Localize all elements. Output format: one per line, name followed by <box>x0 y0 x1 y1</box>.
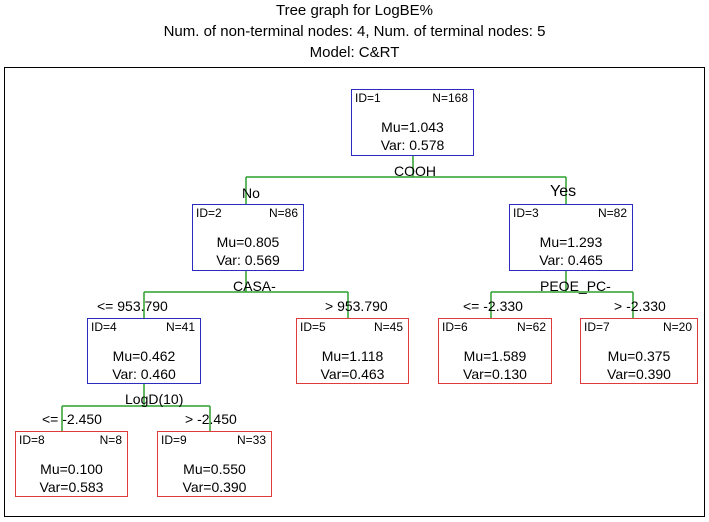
node-mean: Mu=0.375 <box>607 348 671 364</box>
split-lines <box>61 156 634 431</box>
node-variance: Var: 0.578 <box>380 137 445 153</box>
node-count: N=62 <box>516 320 546 334</box>
node-count: N=82 <box>597 206 627 220</box>
node-variance: Var: 0.465 <box>539 252 603 268</box>
node-variance: Var=0.390 <box>182 479 247 495</box>
node-count: N=41 <box>165 320 195 334</box>
split-variable-logd: LogD(10) <box>125 391 184 407</box>
node-variance: Var: 0.569 <box>216 252 280 268</box>
node-variance: Var=0.390 <box>607 366 671 382</box>
split-variable-cooh: COOH <box>394 163 436 179</box>
node-id: ID=5 <box>300 320 326 334</box>
tree-node-6: ID=6 N=62 Mu=1.589 Var=0.130 <box>438 318 552 384</box>
node-variance: Var=0.583 <box>39 479 104 495</box>
node-count: N=86 <box>268 206 298 220</box>
tree-node-1: ID=1 N=168 Mu=1.043 Var: 0.578 <box>351 89 474 156</box>
node-mean: Mu=0.550 <box>183 461 246 477</box>
split-left-label-peoe: <= -2.330 <box>463 298 523 314</box>
node-mean: Mu=0.100 <box>40 461 103 477</box>
split-right-label-peoe: > -2.330 <box>614 298 666 314</box>
node-id: ID=3 <box>513 206 539 220</box>
node-count: N=8 <box>99 433 122 447</box>
split-left-label-casa: <= 953.790 <box>97 298 168 314</box>
node-id: ID=2 <box>196 206 222 220</box>
node-id: ID=7 <box>584 320 610 334</box>
node-id: ID=1 <box>355 91 381 105</box>
node-variance: Var: 0.460 <box>112 366 176 382</box>
node-variance: Var=0.130 <box>463 366 527 382</box>
node-id: ID=4 <box>91 320 117 334</box>
node-mean: Mu=1.043 <box>381 119 444 135</box>
node-mean: Mu=1.118 <box>321 348 384 364</box>
split-right-label-casa: > 953.790 <box>325 298 388 314</box>
split-line-casa <box>143 271 349 318</box>
node-id: ID=8 <box>19 433 45 447</box>
split-left-label-cooh: No <box>242 185 260 201</box>
node-mean: Mu=0.805 <box>216 234 280 250</box>
node-id: ID=6 <box>442 320 468 334</box>
node-variance: Var=0.463 <box>320 366 385 382</box>
tree-node-7: ID=7 N=20 Mu=0.375 Var=0.390 <box>580 318 698 384</box>
split-line-logd <box>61 384 211 431</box>
tree-node-2: ID=2 N=86 Mu=0.805 Var: 0.569 <box>192 204 304 271</box>
split-variable-peoe: PEOE_PC- <box>540 278 611 294</box>
tree-frame: COOH No Yes CASA- <= 953.790 > 953.790 P… <box>4 67 705 517</box>
tree-node-8: ID=8 N=8 Mu=0.100 Var=0.583 <box>15 431 128 497</box>
tree-summary: Num. of non-terminal nodes: 4, Num. of t… <box>163 23 546 40</box>
model-label: Model: C&RT <box>309 44 400 61</box>
split-variable-casa: CASA- <box>233 278 276 294</box>
node-id: ID=9 <box>161 433 187 447</box>
tree-node-9: ID=9 N=33 Mu=0.550 Var=0.390 <box>157 431 272 497</box>
node-count: N=168 <box>432 91 468 105</box>
node-count: N=20 <box>662 320 692 334</box>
split-right-label-cooh: Yes <box>550 183 577 200</box>
split-left-label-logd: <= -2.450 <box>42 411 102 427</box>
split-right-label-logd: > -2.450 <box>185 411 237 427</box>
chart-title: Tree graph for LogBE% <box>275 2 434 19</box>
node-mean: Mu=1.293 <box>539 234 603 250</box>
split-line-cooh <box>245 156 567 204</box>
node-count: N=45 <box>373 320 403 334</box>
tree-node-3: ID=3 N=82 Mu=1.293 Var: 0.465 <box>509 204 633 271</box>
node-count: N=33 <box>236 433 266 447</box>
node-mean: Mu=0.462 <box>112 348 176 364</box>
node-mean: Mu=1.589 <box>463 348 527 364</box>
tree-node-5: ID=5 N=45 Mu=1.118 Var=0.463 <box>296 318 409 384</box>
split-line-peoe <box>490 271 634 318</box>
tree-node-4: ID=4 N=41 Mu=0.462 Var: 0.460 <box>87 318 201 384</box>
